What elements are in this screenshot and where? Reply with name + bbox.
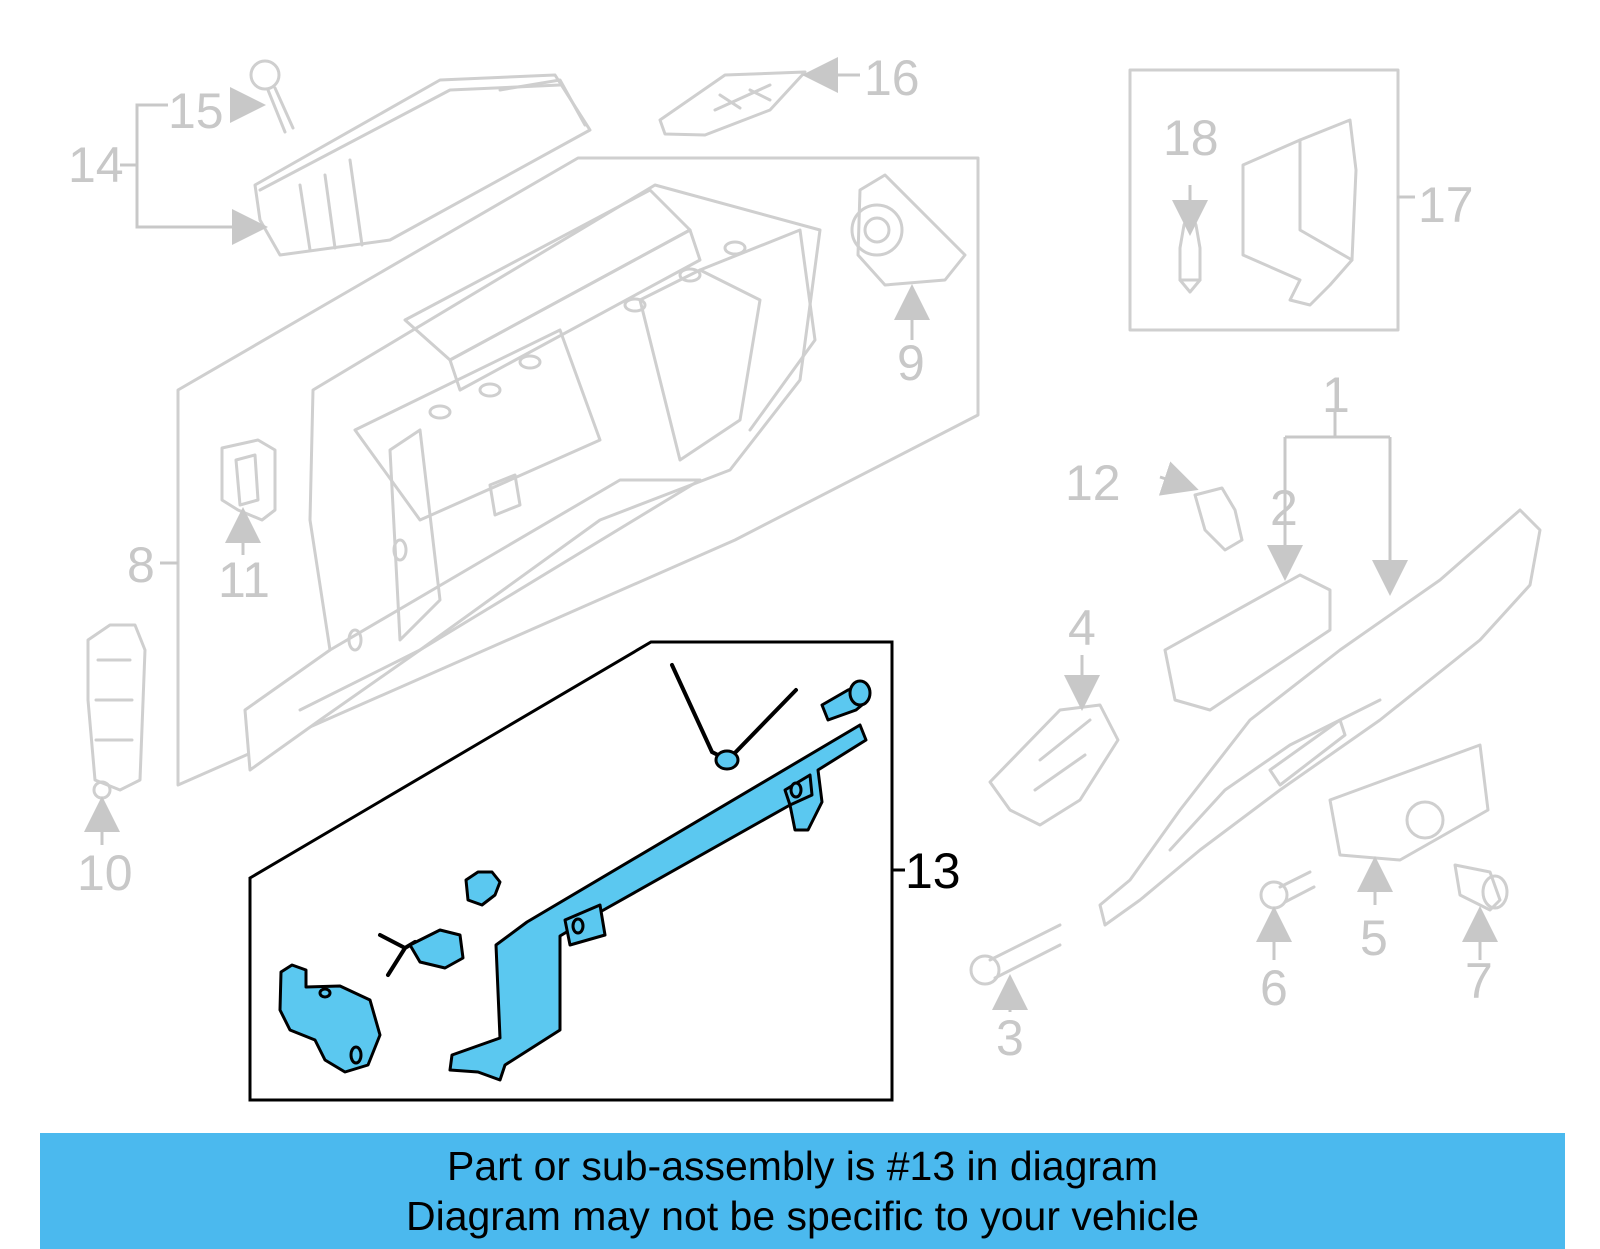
callout-2: 2 <box>1270 480 1298 536</box>
info-banner: Part or sub-assembly is #13 in diagram D… <box>40 1133 1565 1249</box>
callout-15: 15 <box>168 83 224 139</box>
glovebox-housing-group <box>176 156 980 787</box>
glovebox-door-group <box>86 486 1542 986</box>
callout-3: 3 <box>996 1010 1024 1066</box>
callout-1: 1 <box>1322 367 1350 423</box>
callout-9: 9 <box>897 335 925 391</box>
part-13-group: 13 <box>248 640 961 1102</box>
callout-8: 8 <box>127 537 155 593</box>
callout-14: 14 <box>68 137 124 193</box>
callout-17: 17 <box>1418 177 1474 233</box>
banner-line-1: Part or sub-assembly is #13 in diagram <box>447 1143 1158 1189</box>
callout-16: 16 <box>864 50 920 106</box>
callout-18: 18 <box>1163 110 1219 166</box>
callout-7: 7 <box>1465 953 1493 1009</box>
callout-13: 13 <box>905 843 961 899</box>
callout-5: 5 <box>1360 910 1388 966</box>
leader-lines <box>84 57 1498 1012</box>
callout-10: 10 <box>77 845 133 901</box>
banner-line-2: Diagram may not be specific to your vehi… <box>405 1193 1199 1239</box>
box-17-group <box>1128 68 1400 332</box>
callout-12: 12 <box>1065 455 1121 511</box>
callout-11: 11 <box>218 552 270 608</box>
callout-6: 6 <box>1260 960 1288 1016</box>
callout-4: 4 <box>1068 600 1096 656</box>
callout-numbers: 1 2 3 4 5 6 7 8 9 10 11 12 14 15 16 17 1… <box>68 50 1493 1066</box>
